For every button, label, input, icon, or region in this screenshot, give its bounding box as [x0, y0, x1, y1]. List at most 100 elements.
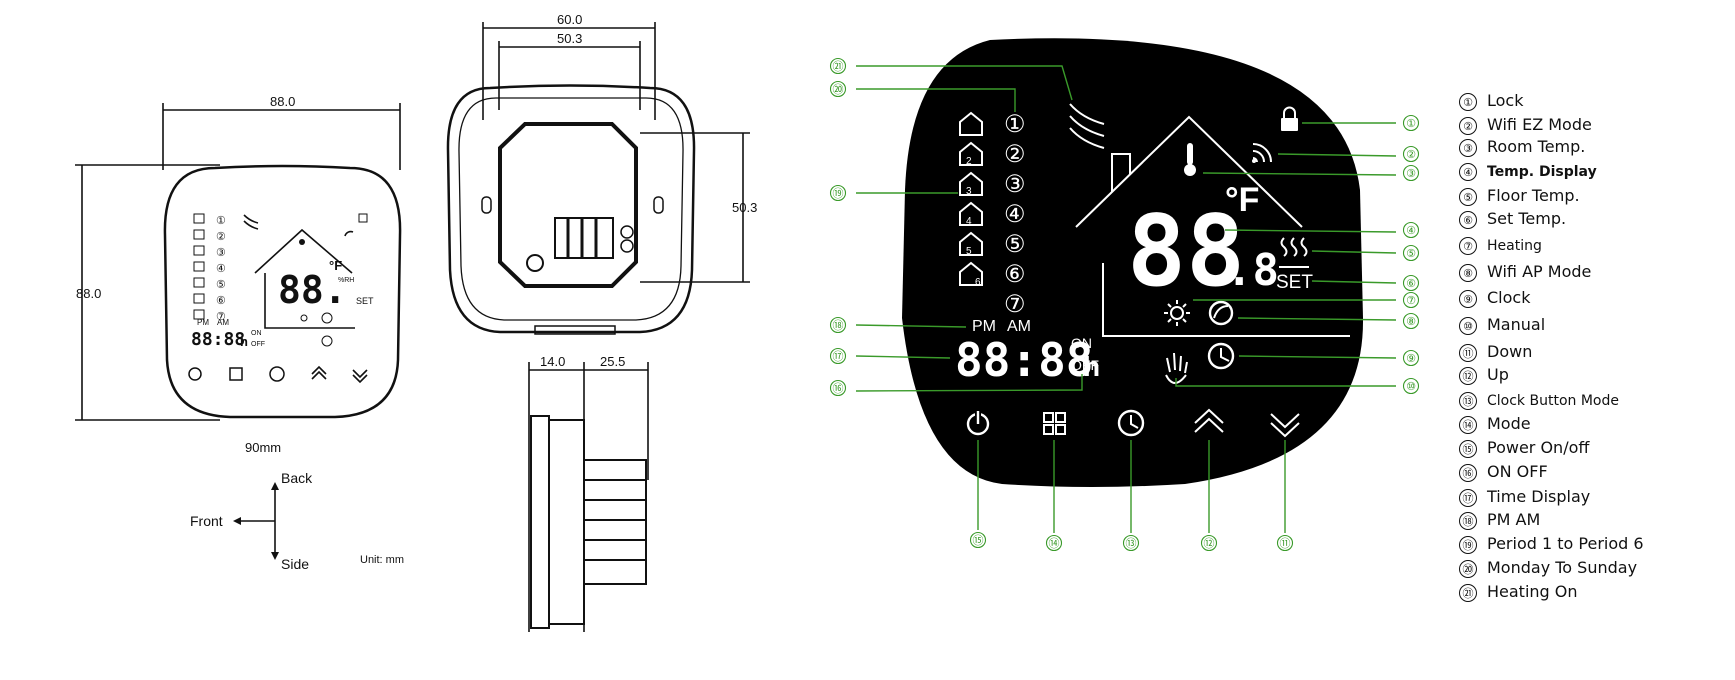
small-period-1: ①	[216, 215, 226, 227]
orientation-back: Back	[281, 470, 313, 486]
back-box	[498, 122, 638, 288]
small-down-button[interactable]	[352, 369, 368, 384]
small-rh: %RH	[338, 277, 354, 284]
front-device-outline	[163, 164, 402, 419]
period-icon-3: 3	[966, 186, 972, 197]
front-bottom-label: 90mm	[245, 440, 281, 455]
small-period-7: ⑦	[216, 311, 226, 323]
back-view: 60.0 50.3 50.3	[446, 12, 757, 335]
callout-16: ⑯	[833, 382, 844, 395]
small-clock-button[interactable]	[269, 366, 285, 382]
unit-label: Unit: mm	[360, 554, 404, 566]
day-6: ⑥	[1004, 261, 1026, 288]
small-mode-button[interactable]	[229, 367, 243, 381]
day-3: ③	[1004, 171, 1026, 198]
mode-button[interactable]	[1043, 412, 1066, 435]
front-height-label: 88.0	[76, 286, 101, 301]
side-depth-back: 25.5	[600, 354, 625, 369]
lock-icon	[1281, 118, 1298, 131]
callout-1: ①	[1406, 117, 1416, 130]
callout-8: ⑧	[1406, 315, 1416, 328]
small-power-button[interactable]	[188, 367, 202, 381]
off-label: OFF	[1071, 357, 1099, 373]
callout-11: ⑪	[1280, 537, 1291, 550]
on-label: ON	[1071, 335, 1092, 351]
small-periods: ① ② ③ ④ ⑤ ⑥ ⑦	[193, 213, 226, 323]
small-thermometer-icon	[299, 239, 305, 245]
thermometer-icon	[1187, 143, 1193, 165]
side-view: 14.0 25.5	[528, 354, 649, 632]
back-outer-width: 60.0	[557, 12, 582, 27]
day-5: ⑤	[1004, 231, 1026, 258]
down-button[interactable]	[1270, 413, 1300, 438]
callout-15: ⑮	[973, 534, 984, 547]
period-icon-4: 4	[966, 216, 972, 227]
small-wifi-icon	[344, 230, 354, 237]
callout-9: ⑨	[1406, 352, 1416, 365]
callout-17: ⑰	[833, 350, 844, 363]
orientation-side: Side	[281, 556, 309, 572]
sun-icon	[1170, 306, 1184, 320]
front-width-label: 88.0	[270, 94, 295, 109]
small-off: OFF	[251, 341, 265, 348]
period-icon-2: 2	[966, 156, 972, 167]
up-button[interactable]	[1194, 408, 1224, 433]
back-inner-width: 50.3	[557, 31, 582, 46]
callout-18: ⑱	[833, 319, 844, 332]
small-clock-icon	[321, 335, 333, 347]
day-1: ①	[1004, 111, 1026, 138]
period-icons: 2 3 4 5 6	[959, 111, 983, 288]
small-temp: 88.	[278, 268, 347, 312]
period-icon-5: 5	[966, 246, 972, 257]
house-chimney	[1111, 153, 1131, 192]
house-wall	[1102, 263, 1350, 337]
small-heating-on-icon	[243, 214, 259, 230]
callout-5: ⑤	[1406, 247, 1416, 260]
display-panel	[902, 38, 1364, 488]
small-house-roof	[254, 228, 353, 274]
small-set: SET	[356, 296, 374, 306]
heating-on-icon	[1069, 103, 1105, 149]
callout-12: ⑫	[1204, 537, 1215, 550]
small-house-wall	[264, 273, 355, 329]
callout-19: ⑲	[833, 187, 844, 200]
orientation-front: Front	[190, 513, 223, 529]
callout-14: ⑭	[1049, 537, 1060, 550]
am-label: AM	[1007, 318, 1031, 335]
small-am: AM	[217, 318, 229, 327]
back-height: 50.3	[732, 200, 757, 215]
callout-3: ③	[1406, 167, 1416, 180]
small-h: h	[240, 334, 248, 349]
clock-button[interactable]	[1117, 409, 1145, 437]
wifi-ap-icon	[1208, 300, 1234, 326]
callout-10: ⑩	[1406, 380, 1416, 393]
wifi-icon	[1252, 143, 1272, 163]
small-pm: PM	[197, 318, 209, 327]
period-numbers: ① ② ③ ④ ⑤ ⑥ ⑦	[1004, 111, 1026, 318]
power-button[interactable]	[966, 409, 990, 436]
large-display: 2 3 4 5 6 ① ② ③ ④ ⑤ ⑥ ⑦ 88 .8 °F	[902, 38, 1364, 488]
back-inner-frame	[458, 97, 684, 321]
callout-13: ⑬	[1126, 537, 1137, 550]
set-label: SET	[1276, 272, 1313, 293]
hand-icon	[1165, 352, 1188, 384]
side-depth-front: 14.0	[540, 354, 565, 369]
front-view: 88.0 88.0 90mm ① ② ③ ④ ⑤ ⑥ ⑦	[75, 94, 404, 572]
small-up-button[interactable]	[311, 365, 327, 380]
day-2: ②	[1004, 141, 1026, 168]
callouts: ㉑ ⑳ ⑲ ⑱ ⑰ ⑯ ① ② ③ ④ ⑤	[829, 57, 1420, 552]
small-period-2: ②	[216, 231, 226, 243]
